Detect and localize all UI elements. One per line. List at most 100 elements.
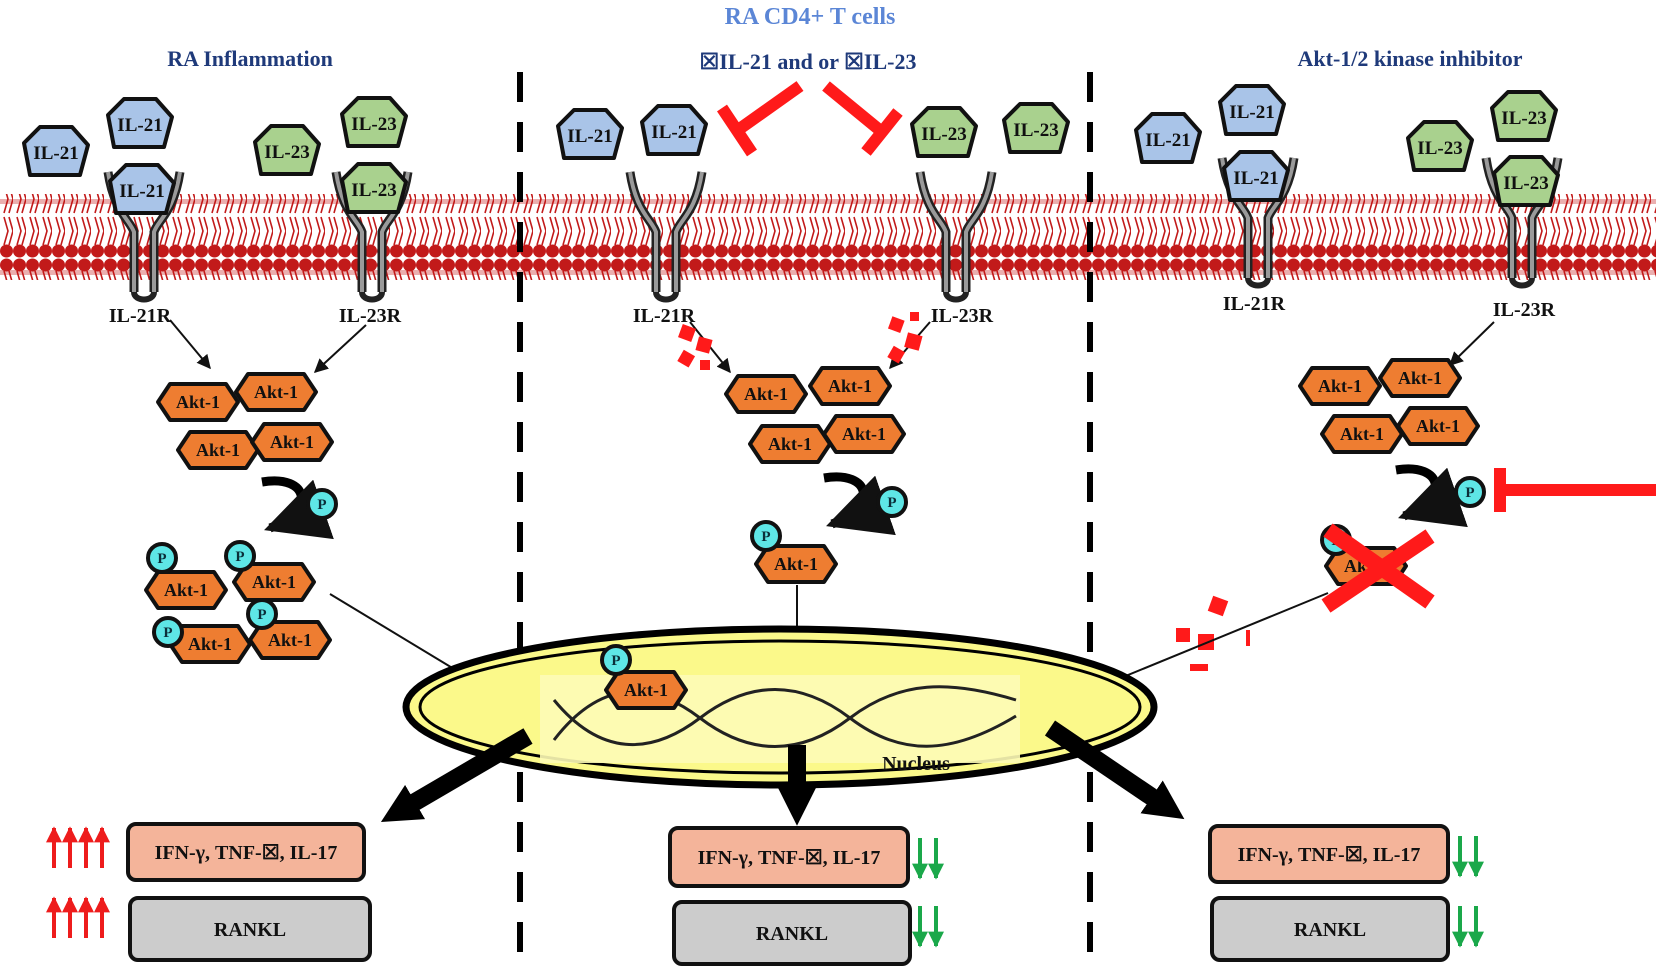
il23-inhibitor-bar — [822, 81, 903, 156]
p3-rankl-box — [1210, 896, 1450, 962]
p2-phospho — [876, 486, 908, 518]
p3-il23-bound — [1492, 155, 1560, 207]
p1-pakt-d-p — [246, 598, 278, 630]
p3-il21-free-a — [1134, 112, 1202, 164]
p2-il23-free-b — [1002, 102, 1070, 154]
p1-il21r-label: IL-21R — [109, 305, 172, 327]
p1-il23-free-b — [340, 96, 408, 148]
p2-il21-receptor — [625, 171, 707, 303]
p1-akt-c-label: Akt-1 — [196, 440, 240, 460]
p3-phospho — [1454, 476, 1486, 508]
akt-inhibitor-bar — [1494, 468, 1656, 512]
p2-il23-free-a — [910, 106, 978, 158]
p1-pakt-b-label: Akt-1 — [252, 572, 296, 592]
p1-pakt-a-label: Akt-1 — [164, 580, 208, 600]
p2-pakt-p-label: P — [761, 529, 770, 545]
p3-il21-free-b — [1218, 84, 1286, 136]
p2-il23-receptor — [915, 171, 997, 303]
p3-cytokine-output-box-label: IFN-γ, TNF-☒, IL-17 — [1238, 844, 1421, 866]
p3-il23-free-a — [1406, 120, 1474, 172]
p3-akt-a-label: Akt-1 — [1318, 376, 1362, 396]
p2-pakt-nuclear-label: Akt-1 — [624, 680, 668, 700]
p1-pakt-b-p — [224, 540, 256, 572]
p2-il21-free-b — [640, 104, 708, 156]
p1-il23-bound — [340, 162, 408, 214]
p1-phospho-label: P — [317, 497, 326, 513]
p2-il21-free-b-label: IL-21 — [651, 122, 696, 143]
p3-il21-free-b-label: IL-21 — [1229, 102, 1274, 123]
p2-pakt-label: Akt-1 — [774, 554, 818, 574]
p1-il21-free-a-label: IL-21 — [33, 143, 78, 164]
p1-akt-a — [156, 382, 240, 422]
p3-akt-b — [1378, 358, 1462, 398]
p1-pakt-c-p — [152, 616, 184, 648]
p2-il23-free-b-label: IL-23 — [1013, 120, 1058, 141]
nucleus-label: Nucleus — [882, 753, 950, 775]
p1-pakt-d-p-label: P — [257, 607, 266, 623]
p3-phospho-label: P — [1465, 485, 1474, 501]
il21-inhibitor-bar — [717, 81, 804, 157]
p2-phosphorylation-arrow — [823, 472, 896, 536]
p3-il23-free-a-label: IL-23 — [1417, 138, 1462, 159]
p2-il23-free-a-label: IL-23 — [921, 124, 966, 145]
p2-akt-b — [808, 366, 892, 406]
p2-akt-a-label: Akt-1 — [744, 384, 788, 404]
p2-pakt-nuclear-p — [600, 644, 632, 676]
p2-cytokine-output-box-label: IFN-γ, TNF-☒, IL-17 — [698, 847, 881, 869]
p1-akt-b — [234, 372, 318, 412]
p1-il21-bound — [108, 163, 176, 215]
p1-il23-free-a-label: IL-23 — [264, 142, 309, 163]
p3-il21-free-a-label: IL-21 — [1145, 130, 1190, 151]
panel1-header: RA Inflammation — [167, 46, 333, 71]
p3-il23r-label: IL-23R — [1493, 299, 1556, 321]
p2-il21r-label: IL-21R — [633, 305, 696, 327]
p2-akt-a — [724, 374, 808, 414]
p3-akt-a — [1298, 366, 1382, 406]
p1-pakt-b-p-label: P — [235, 549, 244, 565]
p1-il23r-label: IL-23R — [339, 305, 402, 327]
panel2-header: ☒IL-21 and or ☒IL-23 — [700, 49, 917, 74]
p3-akt-c-label: Akt-1 — [1340, 424, 1384, 444]
p1-phospho — [306, 488, 338, 520]
p3-il23-free-b — [1490, 90, 1558, 142]
p3-cytokine-output-box — [1208, 824, 1450, 884]
p1-phosphorylation-arrow — [261, 476, 334, 540]
p1-pakt-d-label: Akt-1 — [268, 630, 312, 650]
p3-il21-bound — [1222, 150, 1290, 202]
p2-rankl-box — [672, 900, 912, 966]
p2-akt-d — [822, 414, 906, 454]
p1-il21-free-b — [106, 97, 174, 149]
p1-il23-bound-label: IL-23 — [351, 180, 396, 201]
p3-il21r-label: IL-21R — [1223, 293, 1286, 315]
p1-pakt-a-p — [146, 542, 178, 574]
p2-akt-c-label: Akt-1 — [768, 434, 812, 454]
p1-il21-free-a — [22, 125, 90, 177]
p2-pakt-p — [750, 520, 782, 552]
p3-il23-bound-label: IL-23 — [1503, 173, 1548, 194]
p3-phosphorylation-arrow — [1395, 464, 1468, 528]
p1-rankl-box-label: RANKL — [214, 919, 286, 941]
p2-il21-free-a-label: IL-21 — [567, 126, 612, 147]
p1-akt-b-label: Akt-1 — [254, 382, 298, 402]
p2-akt-b-label: Akt-1 — [828, 376, 872, 396]
p1-pakt-c-p-label: P — [163, 625, 172, 641]
p2-pakt-nuclear-p-label: P — [611, 653, 620, 669]
p3-akt-d — [1396, 406, 1480, 446]
p1-akt-a-label: Akt-1 — [176, 392, 220, 412]
p1-il23-free-a — [253, 124, 321, 176]
p3-il21-bound-label: IL-21 — [1233, 168, 1278, 189]
p1-akt-d — [250, 422, 334, 462]
p2-akt-d-label: Akt-1 — [842, 424, 886, 444]
p1-cytokine-output-box — [126, 822, 366, 882]
p1-il21-free-b-label: IL-21 — [117, 115, 162, 136]
p3-akt-d-label: Akt-1 — [1416, 416, 1460, 436]
p1-pakt-c-label: Akt-1 — [188, 634, 232, 654]
p1-akt-d-label: Akt-1 — [270, 432, 314, 452]
panel3-header: Akt-1/2 kinase inhibitor — [1298, 46, 1523, 71]
p1-il21-bound-label: IL-21 — [119, 181, 164, 202]
p3-blocked-cross — [1321, 523, 1435, 613]
blocked-signal-fragments — [677, 312, 1250, 671]
p1-pakt-a-p-label: P — [157, 551, 166, 567]
p3-akt-b-label: Akt-1 — [1398, 368, 1442, 388]
